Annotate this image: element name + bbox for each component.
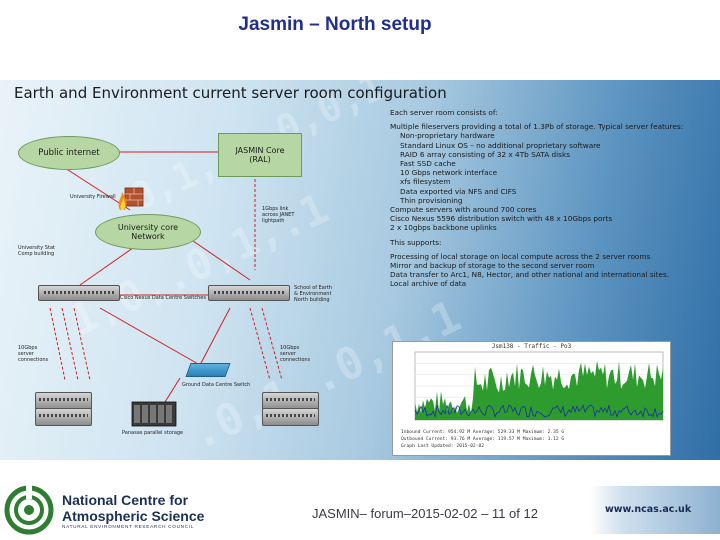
org-name: National Centre for Atmospheric Science bbox=[62, 492, 204, 524]
outbound-traffic-line bbox=[414, 404, 664, 419]
content-panel: 0,1,.0,0,0,1 1,0,.0,1,.1 .0,1,.0,1,1 Ear… bbox=[0, 80, 720, 460]
network-links bbox=[49, 151, 283, 403]
university-core-network-node: University core Network bbox=[95, 214, 201, 250]
ncas-logo bbox=[4, 485, 54, 535]
panel-title: Earth and Environment current server roo… bbox=[14, 84, 447, 102]
org-subtitle: NATURAL ENVIRONMENT RESEARCH COUNCIL bbox=[62, 524, 195, 529]
graph-legend-updated: Graph Last Updated: 2015-02-02 bbox=[401, 444, 484, 449]
website-url[interactable]: www.ncas.ac.uk bbox=[605, 504, 692, 515]
info-line: Compute servers with around 700 cores bbox=[390, 205, 537, 215]
org-name-line2: Atmospheric Science bbox=[62, 508, 205, 524]
right-connections-label: 10Gbps server connections bbox=[280, 345, 311, 363]
info-line: Processing of local storage on local com… bbox=[390, 251, 651, 261]
info-line: Each server room consists of: bbox=[390, 108, 498, 117]
school-building-label: School of Earth & Environment North buil… bbox=[294, 285, 333, 303]
info-line: Cisco Nexus 5596 distribution switch wit… bbox=[390, 214, 613, 224]
info-line: Fast SSD cache bbox=[400, 159, 456, 169]
left-connections-label: 10Gbps server connections bbox=[18, 345, 49, 363]
info-line: xfs filesystem bbox=[400, 177, 451, 187]
jasmin-core-node: JASMIN Core (RAL) bbox=[218, 133, 302, 177]
firewall-label: University Firewall bbox=[70, 194, 116, 200]
storage-switch-label: Ground Data Centre Switch bbox=[182, 382, 251, 388]
info-line: Non-proprietary hardware bbox=[400, 131, 495, 141]
right-switch bbox=[208, 285, 290, 301]
server-room-info: Each server room consists of: Multiple fi… bbox=[390, 108, 715, 289]
storage-array-icon bbox=[131, 401, 177, 427]
graph-legend-inbound: Inbound Current: 954.92 M Average: 529.3… bbox=[401, 430, 565, 435]
info-line: Data exported via NFS and CIFS bbox=[400, 186, 517, 196]
public-internet-node: Public internet bbox=[18, 136, 120, 170]
left-building-label: University Stat Comp building bbox=[18, 245, 55, 257]
lightpath-label: 1Gbps link across JANET lightpath bbox=[262, 206, 295, 224]
org-name-line1: National Centre for bbox=[62, 492, 189, 508]
left-switch bbox=[38, 285, 120, 301]
slide-title: Jasmin – North setup bbox=[238, 14, 432, 35]
storage-switch bbox=[185, 363, 231, 377]
footer-decoration bbox=[590, 486, 720, 534]
info-line: Mirror and backup of storage to the seco… bbox=[390, 261, 595, 271]
graph-legend-outbound: Outbound Current: 93.76 M Average: 119.5… bbox=[401, 437, 565, 442]
info-line: Thin provisioning bbox=[400, 195, 463, 205]
right-server bbox=[262, 408, 319, 426]
info-line: RAID 6 array consisting of 32 x 4Tb SATA… bbox=[400, 149, 570, 159]
info-line: 10 Gbps network interface bbox=[400, 168, 498, 178]
info-line: Local archive of data bbox=[390, 279, 467, 289]
traffic-graph: Jsm138 - Traffic - Po3 Inbound Current: … bbox=[392, 341, 671, 456]
firewall-icon bbox=[118, 187, 144, 210]
info-line: 2 x 10gbps backbone uplinks bbox=[390, 223, 497, 233]
info-line: Multiple fileservers providing a total o… bbox=[390, 122, 684, 132]
graph-plot bbox=[414, 351, 664, 421]
info-line: This supports: bbox=[390, 237, 442, 247]
graph-title: Jsm138 - Traffic - Po3 bbox=[491, 343, 572, 350]
info-line: Data transfer to Arc1, N8, Hector, and o… bbox=[390, 270, 670, 280]
cisco-switches-label: Cisco Nexus Data Centre Switches bbox=[120, 295, 206, 301]
storage-label: Panasas parallel storage bbox=[122, 430, 184, 436]
left-server bbox=[35, 408, 92, 426]
inbound-traffic-area bbox=[415, 360, 663, 420]
footer-text: JASMIN– forum–2015-02-02 – 11 of 12 bbox=[312, 506, 538, 521]
info-line: Standard Linux OS – no additional propri… bbox=[400, 140, 601, 150]
